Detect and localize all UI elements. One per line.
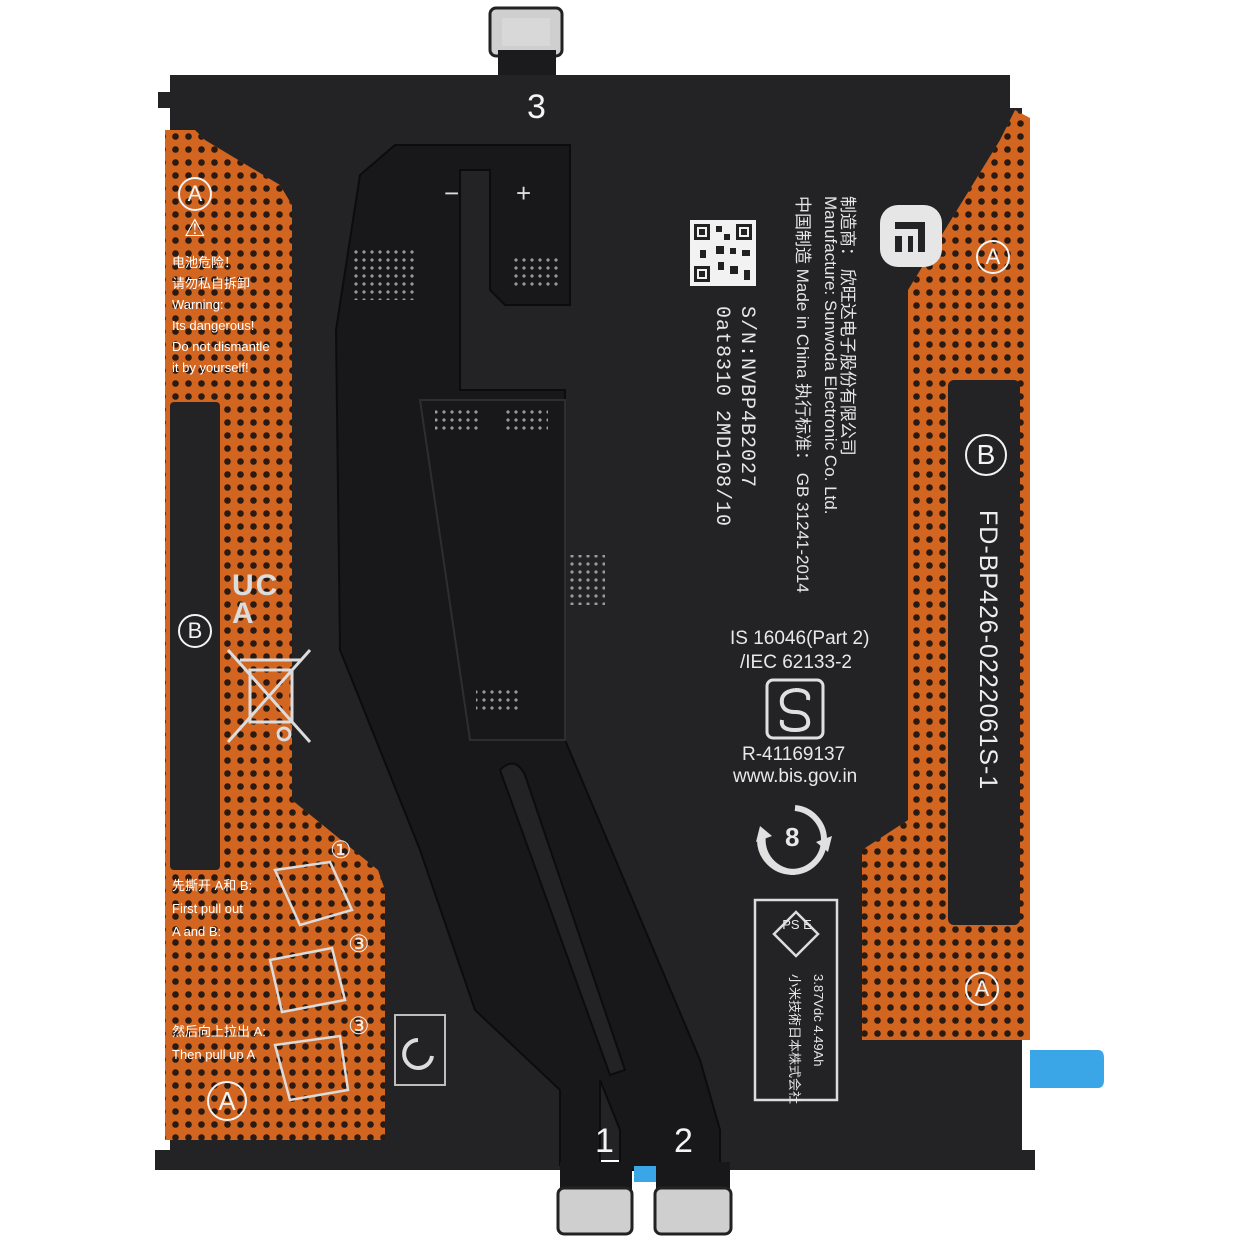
- marker-b-left: B: [178, 614, 212, 648]
- connector-label-1: 1: [595, 1122, 614, 1160]
- warning-en-2: Its dangerous!: [172, 318, 255, 333]
- qr-code: [690, 220, 756, 286]
- manufacturer-cn: 制造商： 欣旺达电子股份有限公司: [838, 196, 857, 456]
- pull-instruction-diagrams: [268, 860, 354, 1102]
- uca-logo: UCA: [232, 569, 280, 630]
- origin-standard: 中国制造 Made in China 执行标准： GB 31241-2014: [793, 196, 812, 593]
- step-marker-1: ①: [330, 837, 352, 864]
- pull-first-cn: 先撕开 A和 B:: [172, 878, 253, 893]
- marker-a-top-left: A: [178, 177, 212, 211]
- pull-then-en: Then pull up A: [172, 1047, 256, 1062]
- serial-number: S/N:NVBP4B2027: [735, 306, 758, 489]
- warning-en-1: Warning:: [172, 297, 224, 312]
- pull-first-text: 先撕开 A和 B: First pull out A and B:: [172, 874, 252, 943]
- lot-code: 0at8310 2MD108/10: [710, 306, 733, 528]
- rotate-arrow-icon: [402, 1038, 434, 1070]
- warning-cn-1: 电池危险！: [172, 255, 238, 270]
- pse-diamond-icon: [772, 910, 820, 958]
- recycle-symbol-icon: [756, 805, 832, 876]
- connector-label-3: 3: [527, 88, 546, 126]
- connector-label-2: 2: [674, 1122, 693, 1160]
- japan-company: 小米技術日本株式会社: [787, 974, 802, 1105]
- pull-first-en-1: First pull out: [172, 901, 243, 916]
- standard-is: IS 16046(Part 2): [730, 628, 870, 649]
- bottom-connector-left: [556, 1162, 634, 1236]
- pull-first-en-2: A and B:: [172, 924, 222, 939]
- marker-a-top-right: A: [976, 240, 1010, 274]
- pse-box: [753, 898, 839, 1102]
- small-label-box: [394, 1014, 446, 1086]
- bis-registration: R-41169137: [742, 744, 846, 765]
- bis-standard-mark-icon: [765, 678, 825, 740]
- crossed-bin-icon: [226, 649, 312, 743]
- marker-a-bottom-right: A: [965, 972, 999, 1006]
- bis-website: www.bis.gov.in: [733, 766, 858, 787]
- polarity-minus: −: [444, 178, 460, 208]
- flex-cable: [334, 144, 721, 1171]
- marker-a-bottom-left: A: [207, 1081, 247, 1121]
- pse-text: PS E: [782, 917, 812, 932]
- warning-cn-2: 请勿私自拆卸: [172, 276, 251, 291]
- warning-text-block: 电池危险！ 请勿私自拆卸 Warning: Its dangerous! Do …: [172, 252, 312, 378]
- model-number: FD-BP426-0222061S-1: [974, 510, 1002, 791]
- right-orange-film: [862, 110, 1030, 1040]
- step-marker-3a: ③: [348, 931, 370, 958]
- warning-en-3: Do not dismantle: [172, 339, 270, 354]
- pull-then-text: 然后向上拉出 A: Then pull up A: [172, 1020, 266, 1066]
- standard-iec: /IEC 62133-2: [740, 652, 852, 673]
- polarity-plus: +: [516, 178, 532, 208]
- blue-pull-tab: [1030, 1050, 1104, 1088]
- recycle-number: 8: [785, 822, 800, 852]
- warning-triangle-icon: ⚠: [184, 215, 206, 242]
- manufacturer-en: Manufacture: Sunwoda Electronic Co. Ltd.: [821, 196, 840, 515]
- pull-then-cn: 然后向上拉出 A:: [172, 1024, 266, 1039]
- bottom-connector-right: [634, 1162, 733, 1236]
- warning-en-4: it by yourself!: [172, 360, 249, 375]
- step-marker-3b: ③: [348, 1013, 370, 1040]
- battery-rating: 3.87Vdc 4.49Ah: [811, 974, 826, 1067]
- mi-logo-icon: [880, 205, 942, 267]
- marker-b-right: B: [965, 434, 1007, 476]
